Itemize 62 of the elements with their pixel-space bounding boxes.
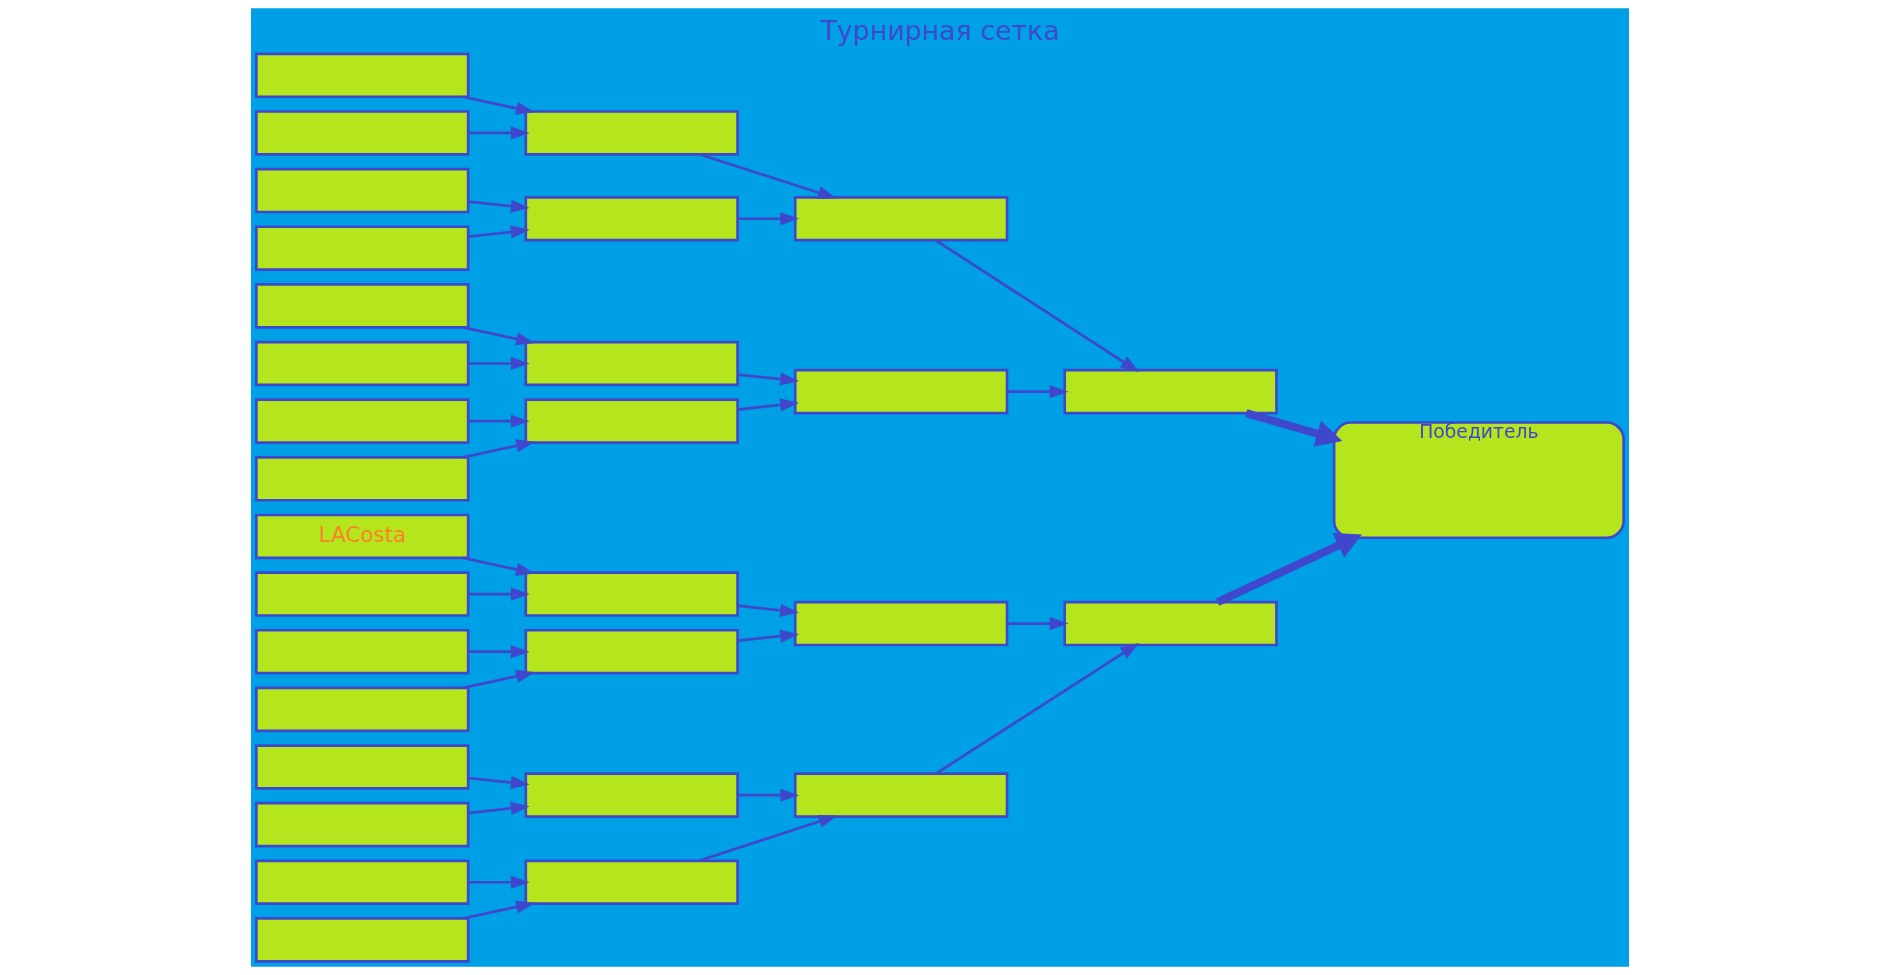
node-box xyxy=(1062,600,1278,647)
node-box xyxy=(1062,368,1278,415)
arrow xyxy=(737,372,799,386)
arrow xyxy=(737,398,799,412)
node-box xyxy=(523,628,739,675)
node-box xyxy=(523,772,739,818)
arrow xyxy=(467,587,530,601)
diagram-title: Турнирная сетка xyxy=(819,15,1060,47)
node-box xyxy=(254,167,469,214)
arrow xyxy=(699,153,837,199)
node-box xyxy=(793,772,1008,818)
arrow xyxy=(1006,617,1068,631)
arrow xyxy=(467,199,530,213)
node-box xyxy=(254,917,469,963)
node-box xyxy=(254,859,469,906)
arrow xyxy=(467,414,530,428)
arrow xyxy=(1244,409,1342,447)
arrow xyxy=(462,669,535,690)
arrow xyxy=(462,439,535,459)
node-box xyxy=(254,283,469,329)
node-box xyxy=(254,110,469,156)
node-box xyxy=(254,340,469,387)
arrow xyxy=(934,239,1139,373)
arrow xyxy=(737,212,799,226)
arrow xyxy=(737,629,799,643)
arrow xyxy=(467,875,530,889)
arrow xyxy=(698,815,838,862)
node-box xyxy=(523,110,739,156)
node-box xyxy=(793,368,1008,415)
node-box xyxy=(523,195,739,242)
arrow xyxy=(462,326,535,346)
node-box xyxy=(254,456,469,502)
node-box xyxy=(254,744,469,790)
arrow xyxy=(467,356,530,371)
arrow xyxy=(462,95,535,115)
node-box xyxy=(254,398,469,444)
node-box xyxy=(254,571,469,617)
node-box xyxy=(793,195,1008,242)
arrow xyxy=(467,225,530,239)
node-box xyxy=(523,859,739,906)
arrow xyxy=(467,801,530,815)
arrow xyxy=(1006,385,1068,399)
node-box xyxy=(254,225,469,271)
node-box xyxy=(254,52,469,99)
arrow xyxy=(462,900,535,920)
arrow xyxy=(467,126,530,140)
node-box xyxy=(523,571,739,617)
node-box xyxy=(254,686,469,733)
node-box: LACosta xyxy=(254,513,469,560)
arrow xyxy=(467,776,530,790)
arrow xyxy=(1215,533,1362,606)
arrow xyxy=(737,603,799,617)
arrow xyxy=(737,788,799,802)
node-box xyxy=(254,628,469,675)
node-box xyxy=(523,398,739,444)
arrow xyxy=(467,645,530,659)
node-box xyxy=(793,600,1008,647)
arrow xyxy=(462,556,535,576)
node-box: Победитель xyxy=(1332,421,1625,540)
node-box xyxy=(254,801,469,848)
arrow xyxy=(935,642,1139,775)
node-box xyxy=(523,340,739,387)
